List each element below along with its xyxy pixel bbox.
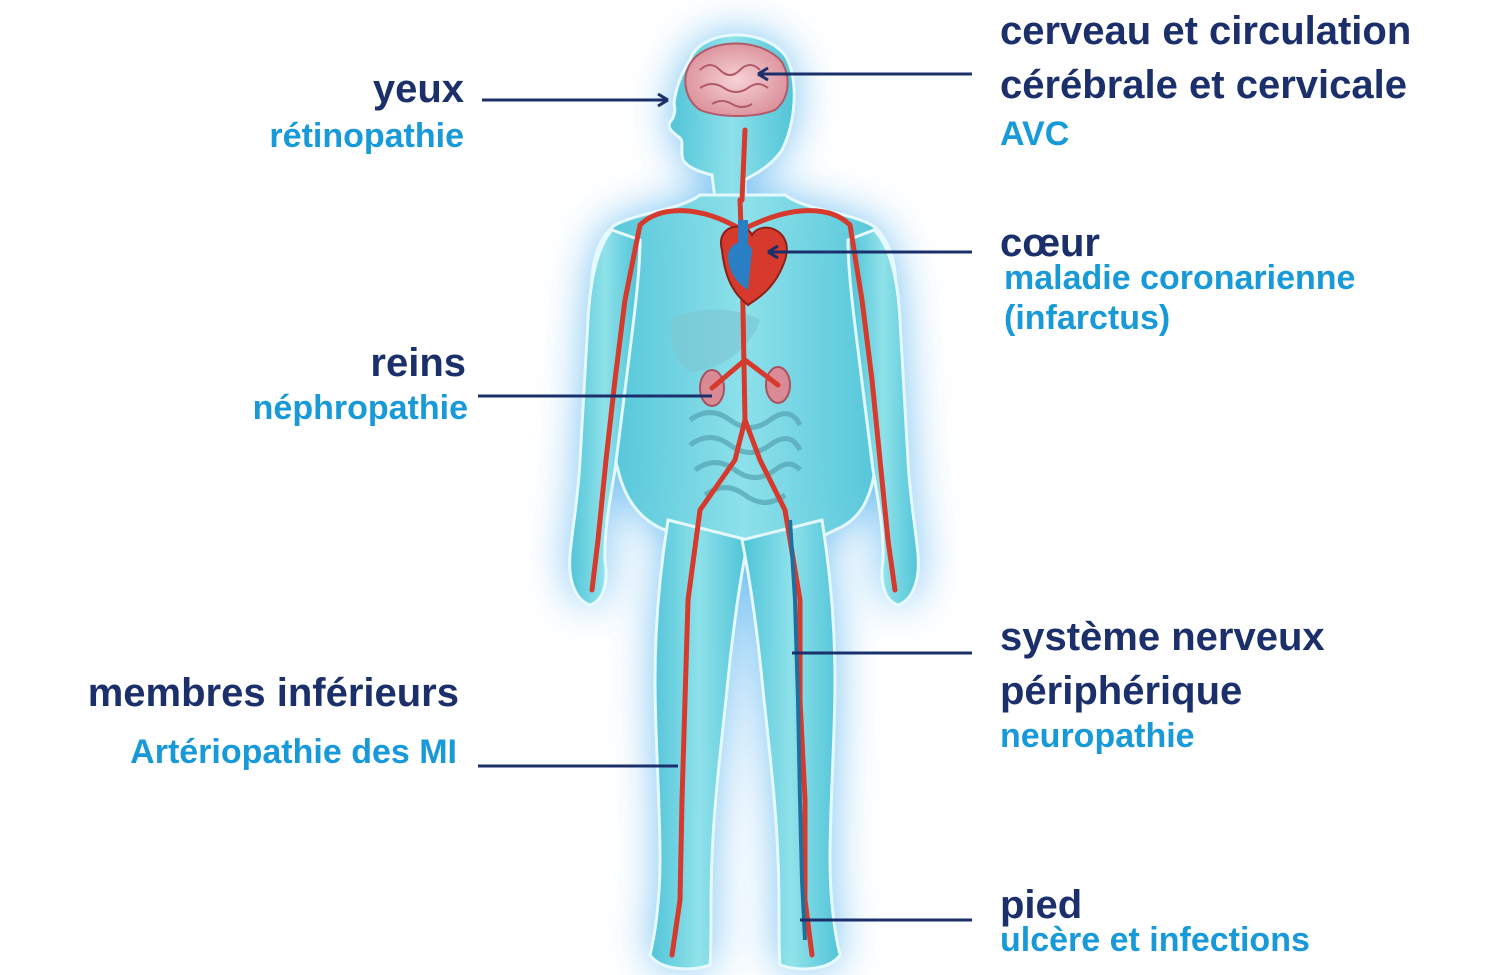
disease-yeux: rétinopathie bbox=[269, 118, 464, 154]
disease-coeur-line1: maladie coronarienne bbox=[1004, 260, 1355, 296]
label-membres: membres inférieurs bbox=[88, 670, 459, 716]
label-reins: reins bbox=[370, 340, 466, 386]
label-nerveux-line1: système nerveux bbox=[1000, 614, 1325, 660]
disease-cerveau: AVC bbox=[1000, 116, 1069, 152]
disease-membres: Artériopathie des MI bbox=[130, 734, 457, 770]
label-cerveau-line1: cerveau et circulation bbox=[1000, 8, 1411, 54]
label-nerveux-line2: périphérique bbox=[1000, 668, 1242, 714]
disease-pied: ulcère et infections bbox=[1000, 922, 1310, 958]
label-cerveau-line2: cérébrale et cervicale bbox=[1000, 62, 1407, 108]
disease-coeur-line2: (infarctus) bbox=[1004, 300, 1170, 336]
label-yeux: yeux bbox=[373, 66, 464, 112]
disease-reins: néphropathie bbox=[253, 390, 468, 426]
disease-nerveux: neuropathie bbox=[1000, 718, 1195, 754]
